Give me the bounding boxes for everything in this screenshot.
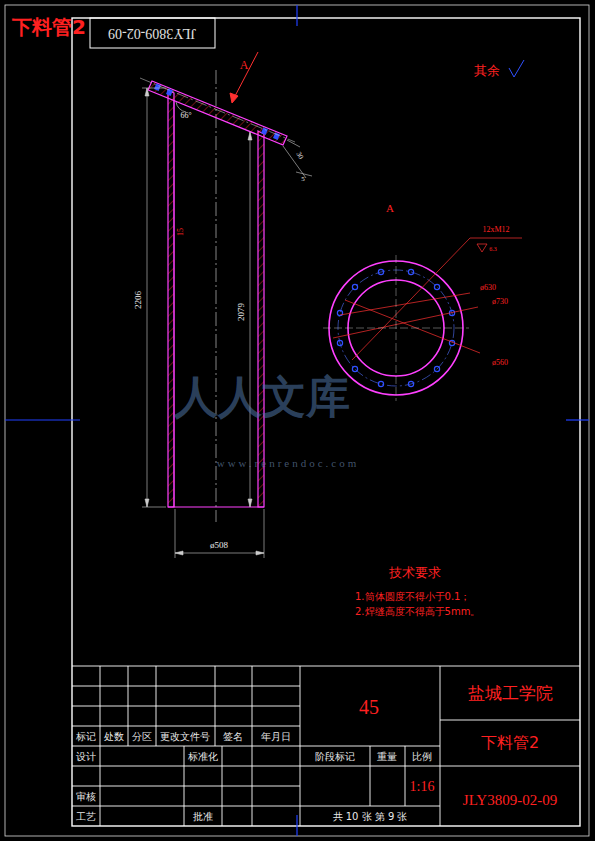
view-arrow	[230, 52, 258, 103]
dimension-lines	[142, 88, 312, 558]
code-box	[90, 18, 215, 48]
pipe-section	[140, 70, 295, 522]
table-cell: 比例	[412, 751, 432, 762]
table-cell: 设计	[76, 751, 96, 762]
diameter-dimension: ø730	[492, 298, 508, 307]
note-text: 1.筒体圆度不得小于0.1；	[355, 591, 470, 602]
diameter-dimension: ø508	[210, 541, 228, 551]
watermark: www.renrendoc.com	[217, 457, 360, 469]
view-label: A	[386, 202, 394, 214]
watermark: 人人文库	[174, 374, 350, 422]
table-cell: 处数	[104, 731, 124, 742]
table-cell: 签名	[223, 731, 243, 742]
angle-dimension: 66°	[180, 112, 191, 121]
flange	[148, 81, 287, 145]
diameter-dimension: ø560	[492, 359, 508, 368]
diameter-dimension: ø630	[480, 284, 496, 293]
length-dimension: 2079	[237, 303, 247, 321]
table-cell: 审核	[76, 791, 96, 802]
outer-frame	[5, 5, 589, 836]
center-marks	[5, 5, 589, 836]
table-cell: 重量	[377, 751, 397, 762]
table-cell: 工艺	[76, 811, 96, 822]
note-heading: 技术要求	[389, 566, 441, 580]
table-cell: 标准化	[188, 751, 218, 762]
inner-frame	[72, 18, 580, 826]
table-cell: 标记	[76, 731, 96, 742]
roughness-symbol	[509, 60, 524, 77]
thread-callout: 12xM12	[482, 226, 509, 235]
drawing-number: JLY3809-02-09	[108, 25, 196, 40]
thickness-dimension: 15	[177, 228, 186, 236]
length-dimension: 2206	[134, 291, 144, 309]
roughness-value: 6.3	[489, 246, 497, 253]
view-label: A	[240, 59, 249, 72]
school-cell: 盐城工学院	[468, 684, 553, 703]
table-cell: 年月日	[261, 731, 291, 742]
weld-dimension: 5	[301, 176, 305, 184]
table-cell: 阶段标记	[315, 751, 355, 762]
title-block-grid	[72, 666, 580, 826]
flange-view	[323, 238, 522, 401]
drawing-number-cell: JLY3809-02-09	[463, 792, 557, 809]
part-name-cell: 下料管2	[481, 734, 539, 752]
scale-cell: 1:16	[410, 779, 435, 794]
roughness-note: 其余	[474, 64, 500, 78]
table-cell: 分区	[132, 731, 152, 742]
sheet-count-cell: 共 10 张 第 9 张	[333, 811, 408, 822]
sheet-title: 下料管2	[12, 14, 86, 41]
material-cell: 45	[359, 696, 379, 718]
weld-dimension: 30	[294, 151, 304, 161]
note-text: 2.焊缝高度不得高于5mm。	[355, 606, 480, 617]
table-cell: 批准	[193, 811, 213, 822]
table-cell: 更改文件号	[160, 731, 210, 742]
